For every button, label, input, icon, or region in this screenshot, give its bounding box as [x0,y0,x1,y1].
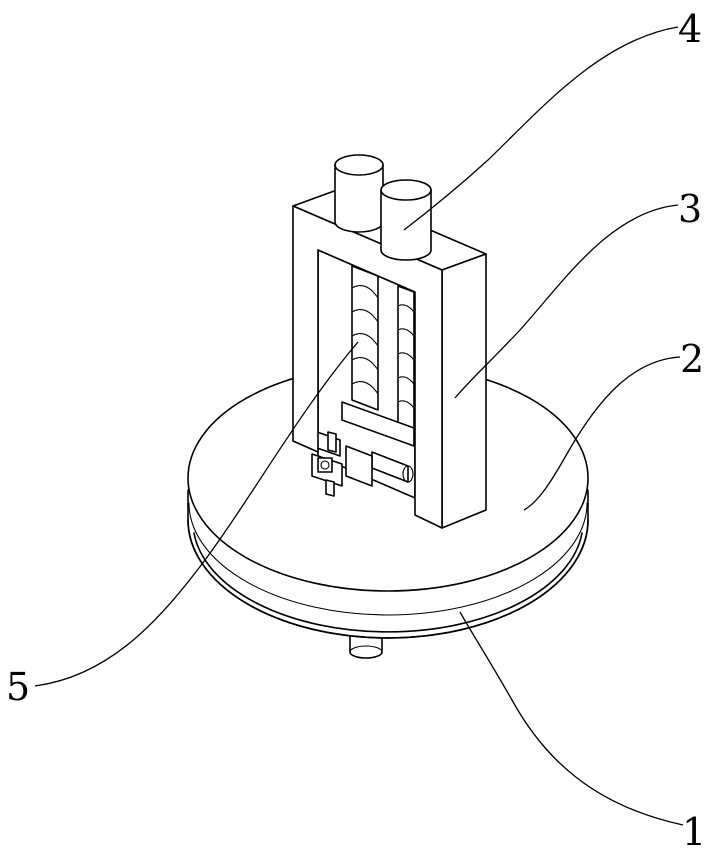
callout-5: 5 [6,665,30,709]
carriage-mechanism [294,401,415,497]
callout-4: 4 [678,7,702,51]
callout-labels: 1 2 3 4 5 [6,7,706,854]
callout-3: 3 [678,187,702,231]
callout-1: 1 [682,810,706,854]
motors [334,154,432,261]
screw-shafts [351,265,415,431]
callout-2: 2 [680,337,704,381]
leader-lines [34,26,684,826]
